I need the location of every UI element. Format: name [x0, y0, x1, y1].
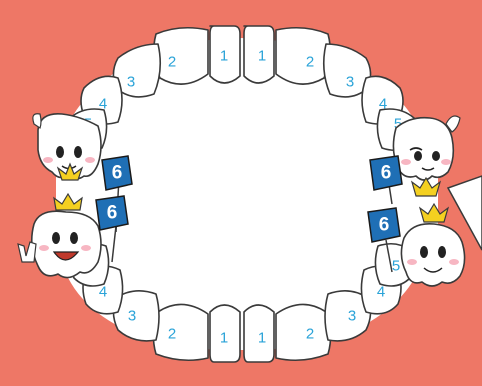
upper-label-4-right: 4 [379, 96, 387, 113]
tooth-lower-2-left [153, 304, 208, 360]
upper-label-2-right: 2 [306, 54, 314, 71]
sign-lower-left-label: 6 [107, 203, 118, 224]
tooth-upper-2-left [154, 28, 208, 84]
lower-label-1-right: 1 [258, 330, 266, 347]
tooth-lower-2-right [276, 304, 331, 360]
lower-label-2-left: 2 [168, 326, 176, 343]
lower-label-4-left: 4 [99, 284, 107, 301]
lower-label-3-right: 3 [348, 308, 356, 325]
tooth-character-icon [393, 118, 453, 180]
lower-label-4-right: 4 [377, 284, 385, 301]
upper-label-3-left: 3 [127, 74, 135, 91]
sign-upper-left-label: 6 [112, 163, 123, 184]
tooth-character-icon [401, 224, 464, 286]
tooth-character-icon [32, 211, 101, 277]
lower-label-2-right: 2 [306, 326, 314, 343]
lower-label-1-left: 1 [220, 330, 228, 347]
sign-lower-right-label: 6 [379, 215, 390, 236]
lower-label-3-left: 3 [128, 308, 136, 325]
upper-label-4-left: 4 [99, 96, 107, 113]
upper-label-1-right: 1 [258, 48, 266, 65]
lower-label-5-right: 5 [392, 258, 400, 275]
upper-label-3-right: 3 [346, 74, 354, 91]
upper-label-2-left: 2 [168, 54, 176, 71]
upper-label-1-left: 1 [220, 48, 228, 65]
sign-upper-right-label: 6 [381, 163, 392, 184]
tooth-upper-2-right [276, 28, 330, 84]
